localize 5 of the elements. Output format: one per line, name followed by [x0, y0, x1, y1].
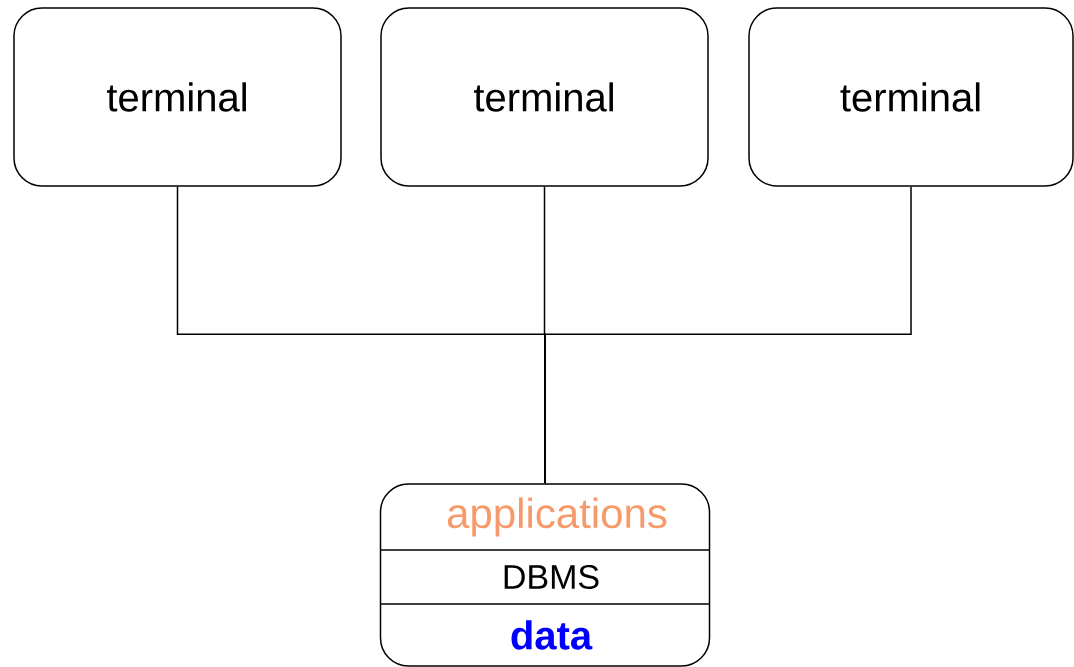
terminal-box: terminal	[748, 7, 1074, 187]
terminal-box: terminal	[380, 7, 709, 187]
server-stack-box: applications DBMS data	[379, 483, 711, 667]
terminal-box: terminal	[13, 7, 342, 187]
connector-line	[544, 186, 912, 484]
